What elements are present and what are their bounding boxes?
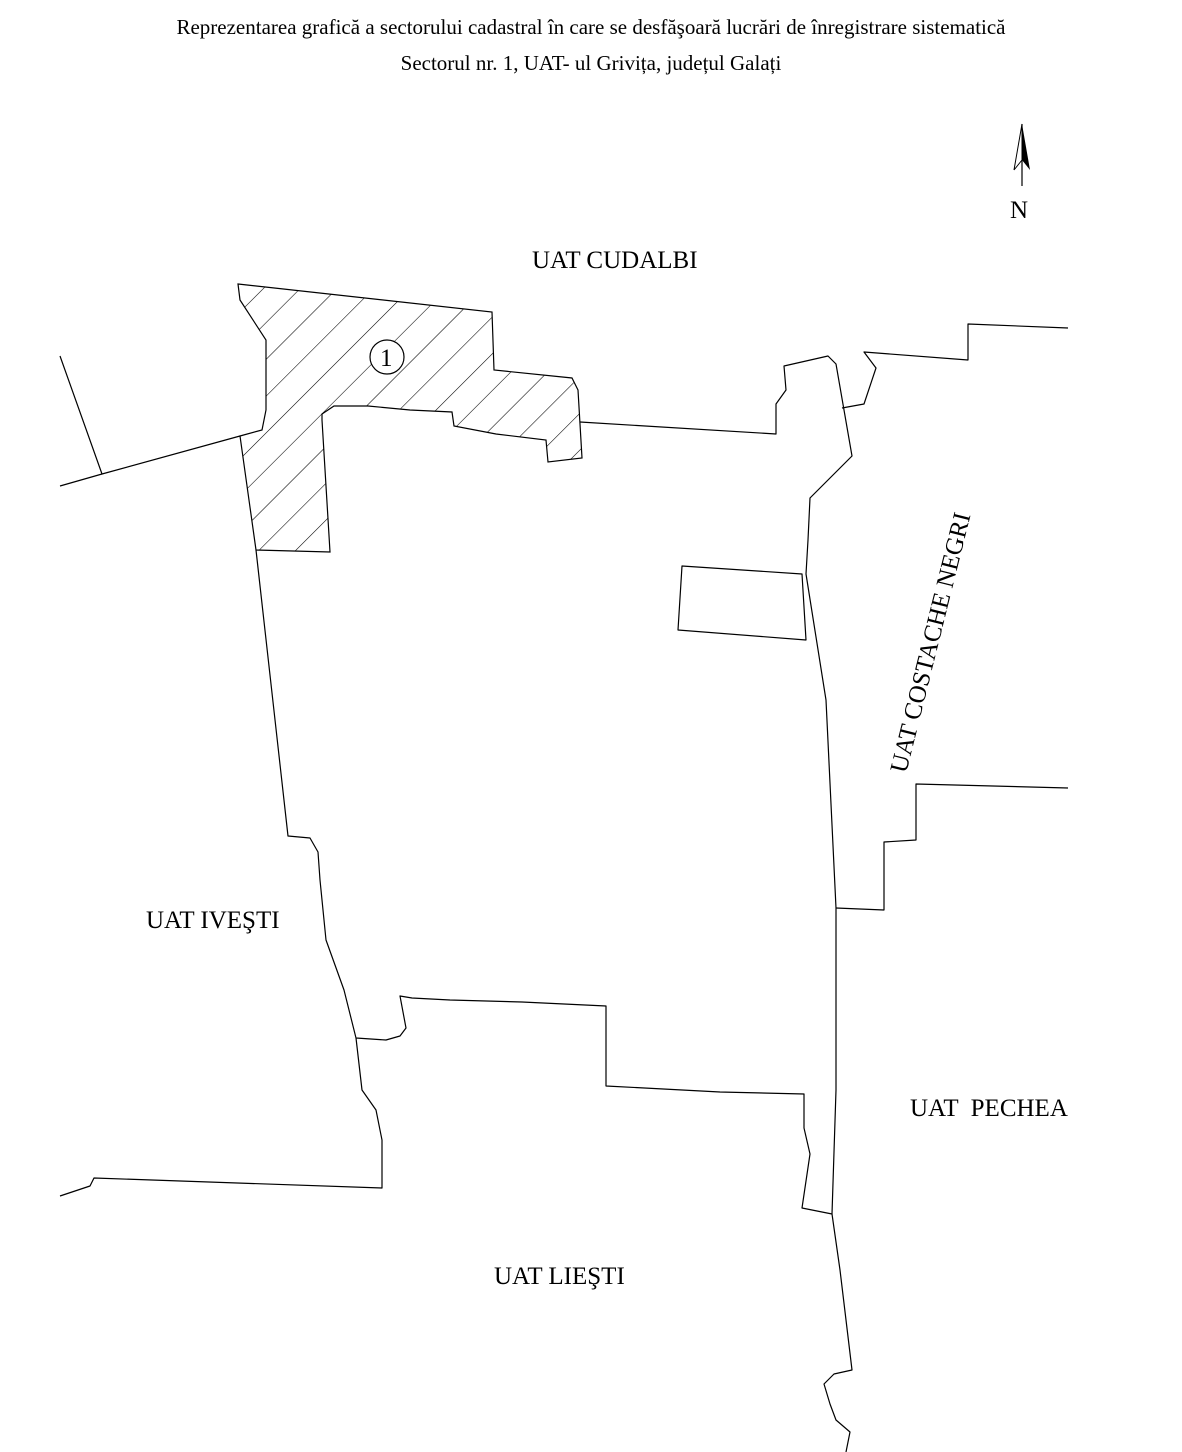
north-arrow-icon (1013, 123, 1030, 186)
map-title: Reprezentarea grafică a sectorului cadas… (176, 15, 1006, 39)
parcel-outline (677, 565, 807, 641)
label-southeast-neighbor: UAT PECHEA (910, 1095, 1068, 1122)
map-subtitle: Sectorul nr. 1, UAT- ul Grivița, județul… (400, 51, 782, 75)
label-west-neighbor: UAT IVEŞTI (146, 907, 280, 934)
label-north-neighbor: UAT CUDALBI (532, 247, 698, 274)
sector-1-area[interactable] (237, 283, 583, 553)
north-label: N (1010, 197, 1028, 224)
sector-number: 1 (380, 345, 393, 372)
label-south-neighbor: UAT LIEŞTI (494, 1263, 625, 1290)
boundary-pechea-north (835, 783, 1069, 911)
label-east-neighbor: UAT COSTACHE NEGRI (886, 510, 977, 776)
boundary-cudalbi-west-b (59, 473, 103, 487)
grivita-territory-boundary (255, 355, 853, 1215)
sector-marker-circle (369, 339, 405, 375)
boundary-liesti-pechea (823, 1213, 853, 1452)
boundary-iveşti-liesti (59, 1037, 383, 1197)
boundary-cudalbi-east (841, 323, 1069, 409)
boundary-cudalbi-west (59, 355, 241, 475)
